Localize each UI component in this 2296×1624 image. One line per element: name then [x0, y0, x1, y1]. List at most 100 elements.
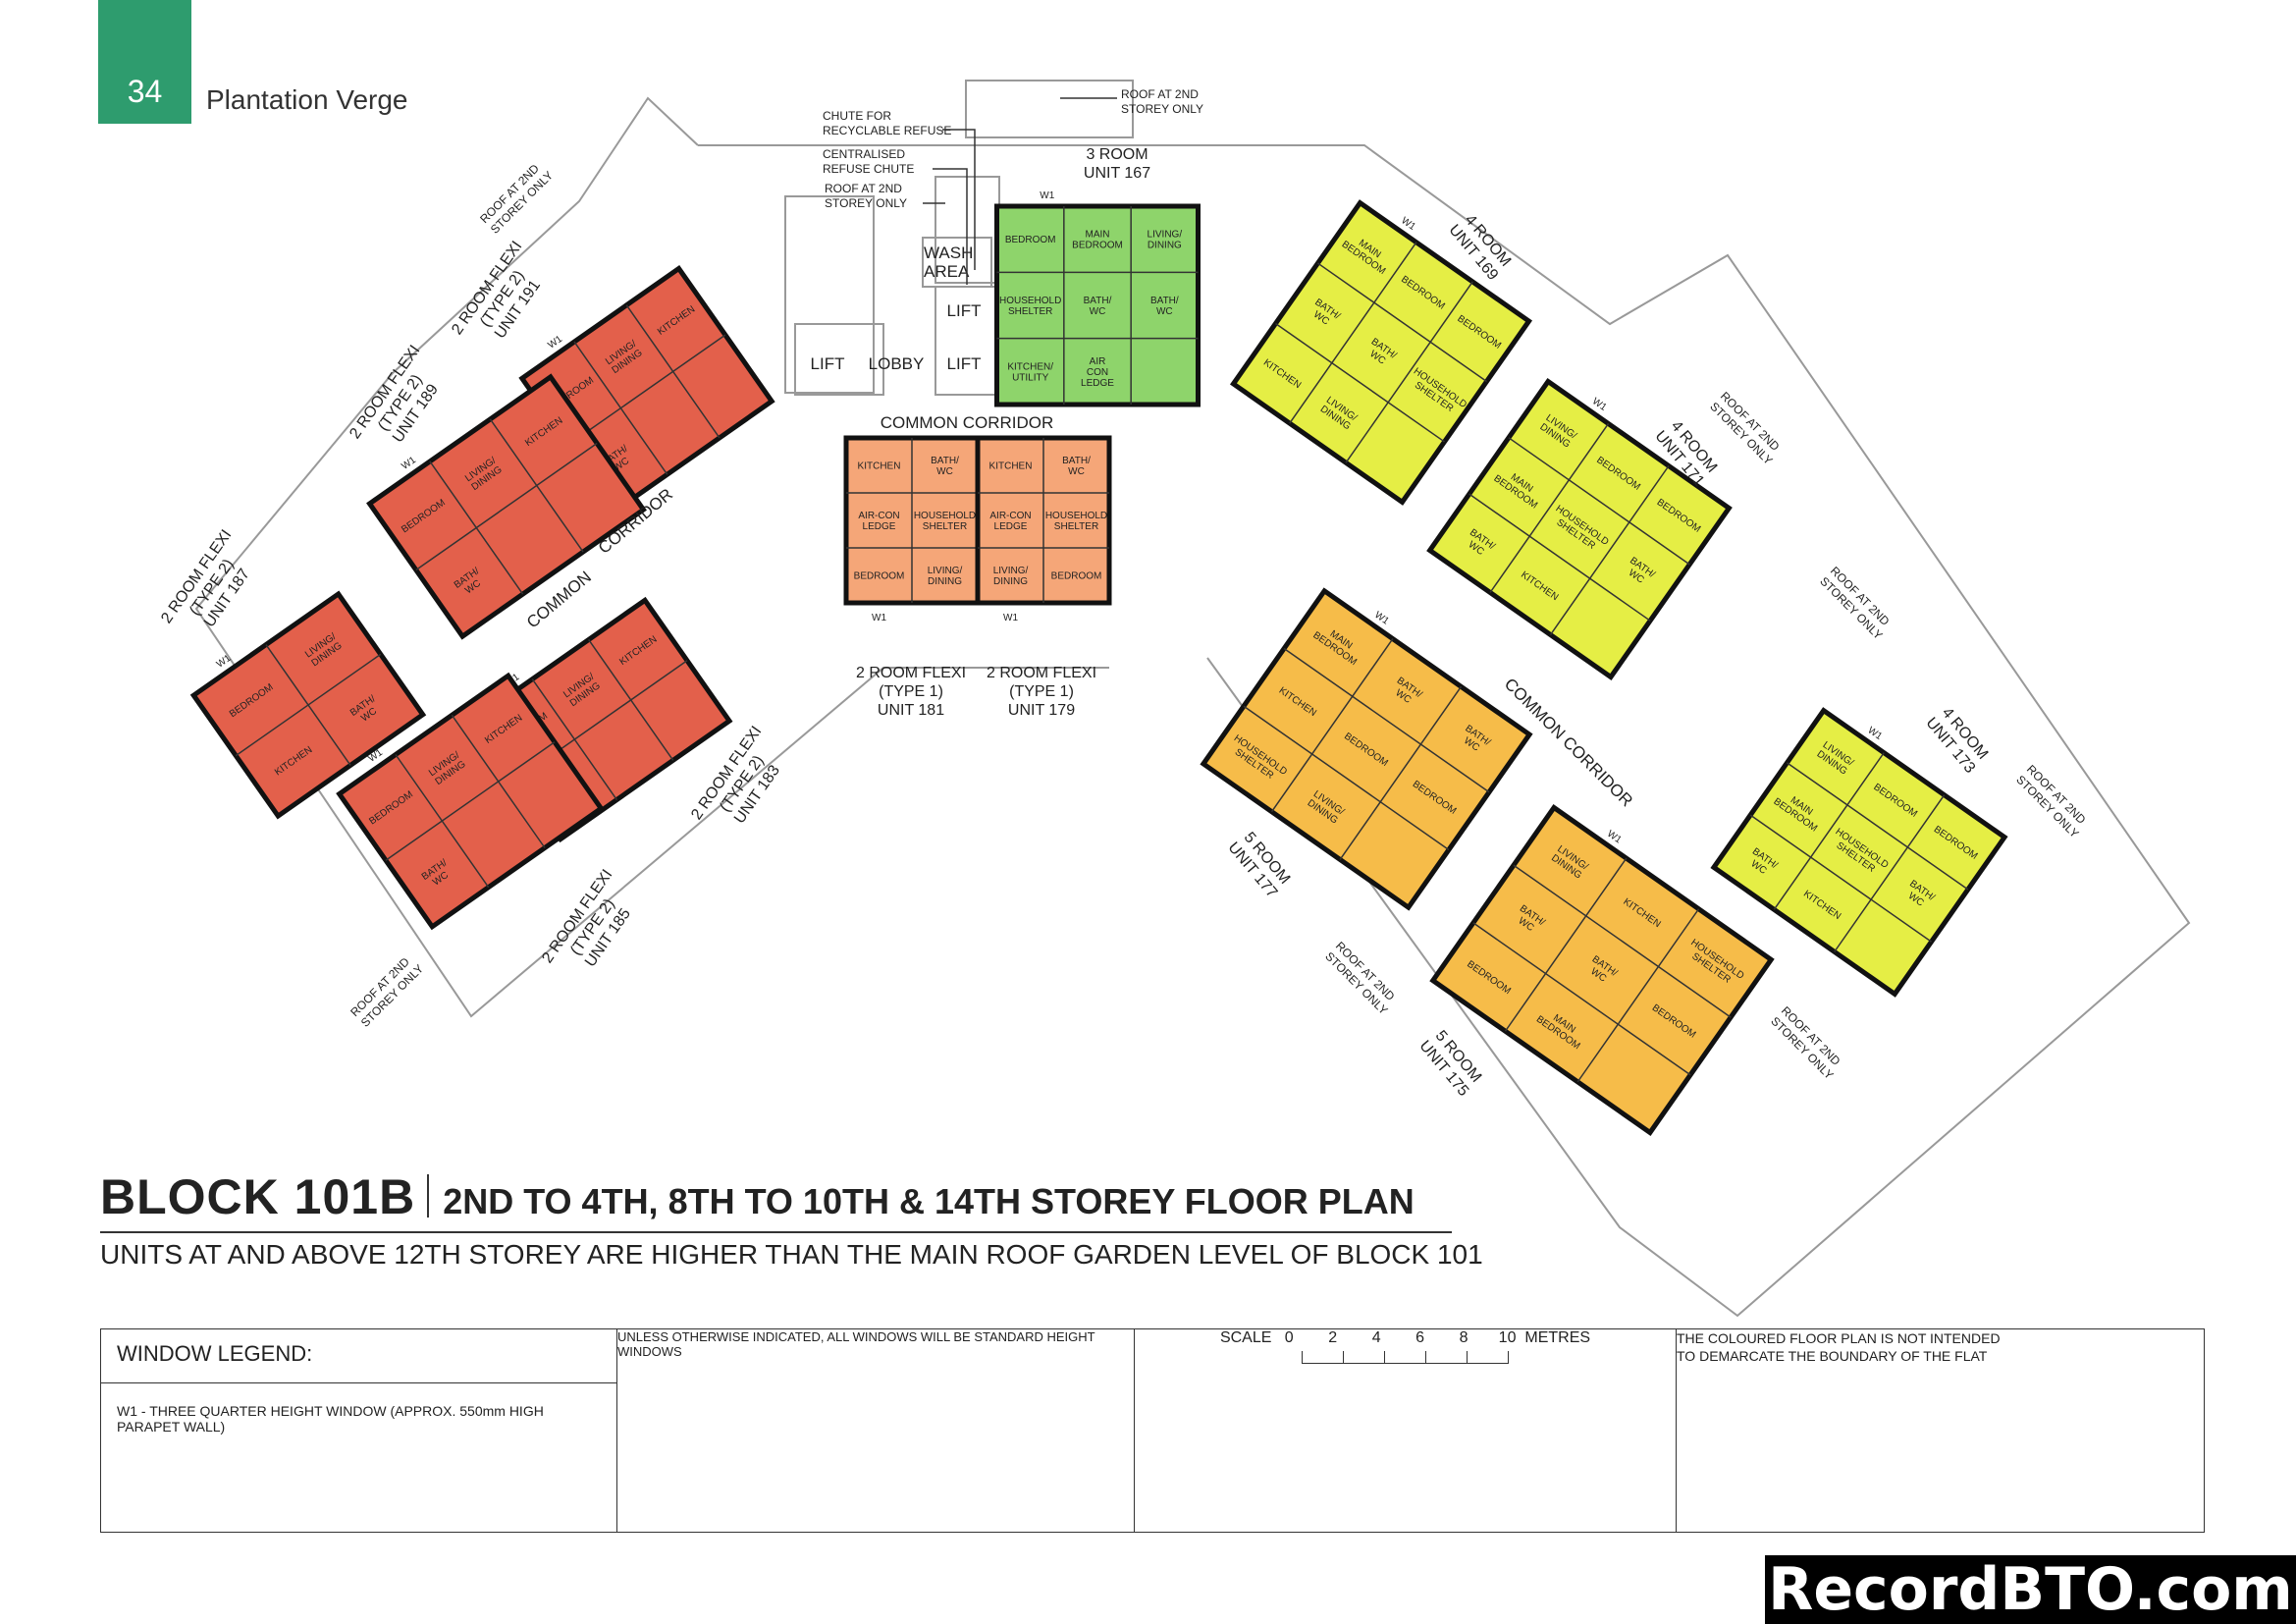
window-label: W1 [1003, 613, 1018, 623]
room-label: BEDROOM [854, 571, 905, 582]
room-wall [1472, 922, 1691, 1076]
scale-tick: 6 [1415, 1329, 1425, 1346]
room-label: BEDROOM [1005, 235, 1056, 245]
room-label: BATH/WC [1150, 296, 1179, 317]
chute-leader-lines [923, 97, 1117, 285]
window-legend-title: WINDOW LEGEND: [101, 1329, 616, 1383]
roof-label: ROOF AT 2ND [1121, 87, 1199, 101]
window-label: W1 [1040, 190, 1054, 201]
unit-177: MAINBEDROOMBATH/WCBATH/WCKITCHENBEDROOMB… [1200, 587, 1533, 911]
title-divider [427, 1174, 430, 1218]
scale-bar [1135, 1351, 1676, 1364]
room-wall [1243, 705, 1450, 851]
room-label: BATH/WC [1084, 296, 1112, 317]
wash-area-label: WASH [924, 244, 973, 262]
lobby-label: LOBBY [869, 354, 925, 373]
room-wall [415, 442, 598, 571]
building-outline [194, 80, 2191, 1318]
room-wall [1489, 423, 1610, 593]
unit-floor-area [1229, 199, 1533, 506]
window-note: UNLESS OTHERWISE INDICATED, ALL WINDOWS … [617, 1329, 1095, 1359]
room-wall [1787, 762, 1969, 891]
unit-floor-area [1200, 587, 1533, 911]
scale-tick: 4 [1371, 1329, 1381, 1346]
central-chute-label: REFUSE CHUTE [823, 162, 914, 176]
disclaimer: TO DEMARCATE THE BOUNDARY OF THE FLAT [1677, 1348, 1988, 1364]
room-wall [1749, 814, 1932, 943]
window-label: W1 [872, 613, 886, 623]
room-wall [1513, 864, 1732, 1018]
unit-type: 3 ROOM [1086, 146, 1148, 163]
unit-171: LIVING/DININGBEDROOMBEDROOMMAINBEDROOMHO… [1426, 377, 1733, 681]
page-number-tab: 34 [98, 0, 191, 124]
w1-description: W1 - THREE QUARTER HEIGHT WINDOW (APPROX… [117, 1403, 544, 1435]
room-label: KITCHEN/UTILITY [1007, 361, 1053, 383]
roof-label: STOREY ONLY [1121, 102, 1203, 116]
room-wall [1345, 281, 1473, 463]
scale-unit: METRES [1524, 1329, 1591, 1346]
room-label: BEDROOM [1051, 571, 1102, 582]
unit-type: 2 ROOM FLEXI [987, 665, 1096, 681]
central-chute-label: CENTRALISED [823, 147, 905, 161]
block-name: BLOCK 101B [100, 1169, 416, 1224]
room-wall [1339, 685, 1463, 860]
room-wall [1317, 262, 1487, 383]
roof-garden-note: UNITS AT AND ABOVE 12TH STOREY ARE HIGHE… [100, 1239, 1483, 1270]
room-wall [1508, 437, 1690, 566]
unit-floor-area [994, 203, 1201, 407]
room-wall [1270, 638, 1394, 813]
unit-floor-area [1710, 707, 2008, 998]
unit-169: MAINBEDROOMBEDROOMBEDROOMBATH/WCBATH/WCH… [1229, 199, 1533, 506]
room-wall [1289, 242, 1417, 424]
room-label: LIVING/DINING [928, 566, 963, 587]
scale-tick: 8 [1459, 1329, 1468, 1346]
room-label: BATH/WC [931, 456, 959, 477]
chute-recyclable-label: RECYCLABLE REFUSE [823, 124, 951, 137]
room-wall [1576, 908, 1700, 1083]
disclaimer: THE COLOURED FLOOR PLAN IS NOT INTENDED [1677, 1330, 2001, 1346]
room-wall [1834, 794, 1946, 952]
room-wall [1283, 647, 1490, 793]
legend-table: WINDOW LEGEND: W1 - THREE QUARTER HEIGHT… [100, 1328, 2205, 1533]
watermark: RecordBTO.com [1765, 1555, 2296, 1624]
chute-recyclable-label: CHUTE FOR [823, 109, 891, 123]
lift-label: LIFT [811, 354, 845, 373]
roof-label: STOREY ONLY [825, 196, 907, 210]
unit-subtype: (TYPE 1) [879, 683, 943, 700]
project-name: Plantation Verge [206, 84, 408, 115]
room-wall [1773, 752, 1885, 910]
lift-label: LIFT [947, 354, 982, 373]
room-label: KITCHEN [858, 461, 901, 472]
unit-number: UNIT 181 [878, 702, 944, 719]
scale-label: SCALE [1219, 1329, 1272, 1346]
page-number: 34 [127, 74, 163, 109]
scale-tick: 10 [1498, 1329, 1517, 1346]
common-corridor-label: COMMON CORRIDOR [881, 413, 1054, 432]
room-wall [1549, 465, 1670, 635]
room-wall [385, 741, 556, 861]
unit-number: UNIT 167 [1084, 165, 1150, 182]
plan-title: BLOCK 101B 2ND TO 4TH, 8TH TO 10TH & 14TH… [100, 1168, 1452, 1233]
room-label: BATH/WC [1062, 456, 1091, 477]
room-label: LIVING/DINING [1148, 230, 1183, 251]
unit-floor-area [1426, 377, 1733, 681]
unit-floor-area [1429, 804, 1775, 1136]
lift-label: LIFT [947, 301, 982, 320]
unit-175: LIVING/DININGKITCHENHOUSEHOLDSHELTERBATH… [1429, 804, 1775, 1136]
room-wall [1275, 322, 1445, 443]
plan-subtitle: 2ND TO 4TH, 8TH TO 10TH & 14TH STOREY FL… [443, 1181, 1415, 1221]
